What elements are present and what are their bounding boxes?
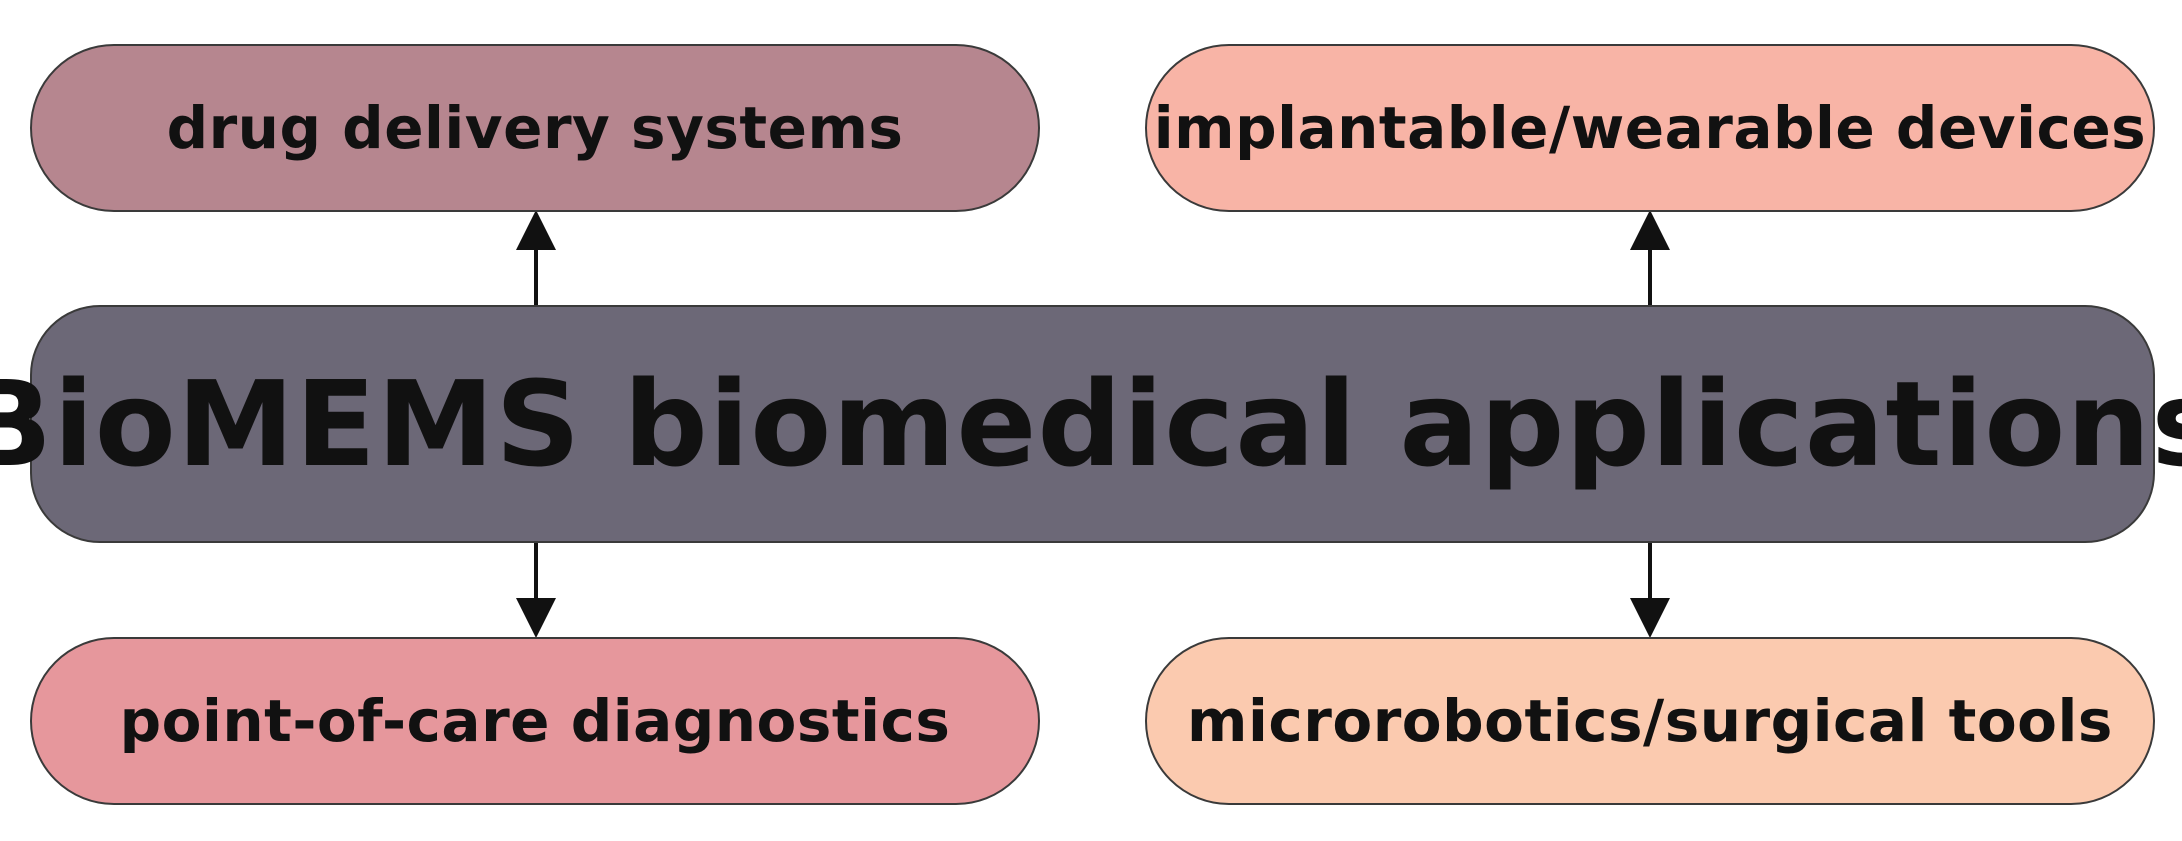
node-microrobotics-surgical-tools: microrobotics/surgical tools [1145,637,2155,805]
node-biomems-center: BioMEMS biomedical applications [0,305,2182,543]
node-implantable-wearable-devices: implantable/wearable devices [1145,44,2155,212]
node-label: point-of-care diagnostics [119,687,951,755]
node-label: drug delivery systems [166,94,904,162]
node-drug-delivery-systems: drug delivery systems [30,44,1040,212]
center-label: BioMEMS biomedical applications [0,355,2182,493]
node-point-of-care-diagnostics: point-of-care diagnostics [30,637,1040,805]
node-label: implantable/wearable devices [1153,94,2147,162]
node-label: microrobotics/surgical tools [1187,687,2113,755]
